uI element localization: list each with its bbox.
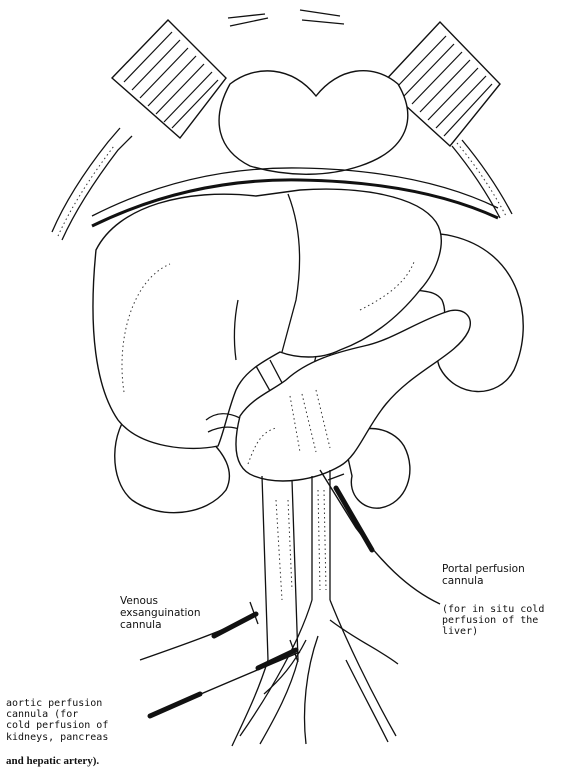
heart xyxy=(219,71,408,175)
aortic-cannula-label: aortic perfusion cannula (for cold perfu… xyxy=(6,698,108,743)
portal-cannula-note: (for in situ cold perfusion of the liver… xyxy=(442,604,544,638)
aortic-cannula-label-end: and hepatic artery). xyxy=(6,755,99,767)
venous-cannula-label: Venous exsanguination cannula xyxy=(120,596,201,631)
portal-cannula-label: Portal perfusion cannula xyxy=(442,564,525,588)
aorta xyxy=(312,470,330,600)
